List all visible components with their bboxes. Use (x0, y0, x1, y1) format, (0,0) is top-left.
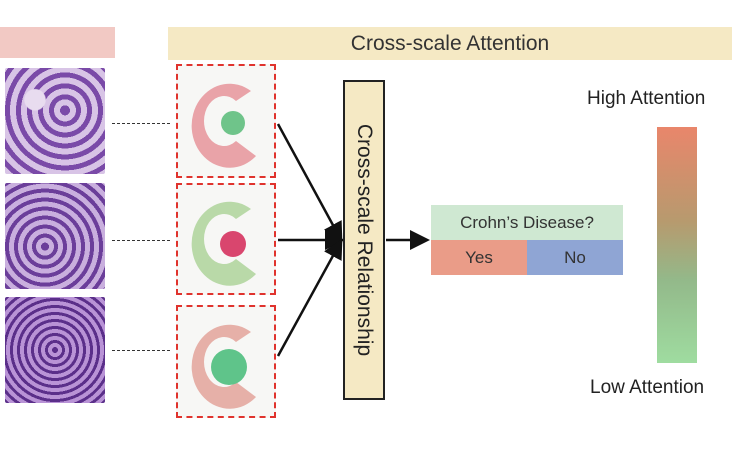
attention-colorbar (657, 127, 697, 363)
low-attention-label: Low Attention (590, 377, 705, 398)
arrow-1 (276, 123, 343, 243)
attention-map-3 (176, 305, 276, 418)
arrow-3 (276, 238, 343, 357)
connector-line (112, 123, 170, 124)
histology-patch-high-mag (5, 297, 105, 403)
attention-map-2 (176, 183, 276, 295)
question-label: Crohn’s Disease? (431, 205, 623, 240)
relationship-label: Cross-scale Relationship (353, 123, 376, 357)
yes-option: Yes (431, 240, 527, 275)
attention-heatmap-image (191, 83, 256, 168)
left-header-bar (0, 27, 115, 58)
high-attention-label: High Attention (587, 88, 706, 109)
connector-line (112, 240, 170, 241)
histology-patch-mid-mag (5, 183, 105, 289)
histology-patch-low-mag (5, 68, 105, 174)
attention-map-1 (176, 64, 276, 178)
connector-line (112, 350, 170, 351)
cross-scale-attention-header: Cross-scale Attention (168, 27, 732, 60)
no-option: No (527, 240, 623, 275)
attention-heatmap-image (191, 201, 256, 286)
arrows (276, 123, 430, 357)
attention-heatmap-image (191, 324, 256, 409)
cross-scale-relationship-box: Cross-scale Relationship (343, 80, 385, 400)
